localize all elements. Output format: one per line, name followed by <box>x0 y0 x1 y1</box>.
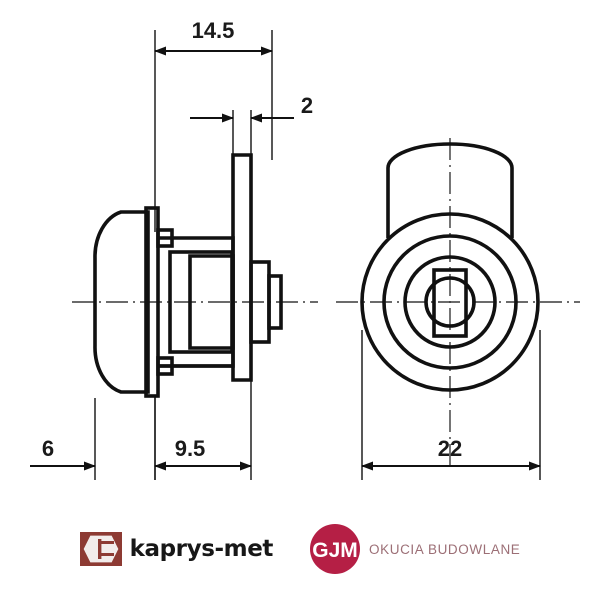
dimension-lines <box>30 46 541 471</box>
dimension-label-6: 6 <box>42 436 54 461</box>
dimension-label-14_5: 14.5 <box>192 18 235 43</box>
knob-cap <box>93 210 150 394</box>
side-section-view <box>93 153 283 398</box>
kaprys-hexagon-key-icon <box>79 532 122 566</box>
dimension-label-2: 2 <box>301 93 313 118</box>
centerlines <box>72 138 580 468</box>
flange-plate <box>144 206 160 398</box>
inner-circle <box>403 255 497 349</box>
extension-lines <box>94 30 541 480</box>
kaprys-met-logo: kaprys-met <box>79 532 274 566</box>
cam-tab <box>231 153 253 382</box>
keyway-boss-circle <box>424 276 476 328</box>
kaprys-met-wordmark: kaprys-met <box>129 536 274 562</box>
dimension-label-9_5: 9.5 <box>175 436 206 461</box>
gjm-tagline: OKUCIA BUDOWLANE <box>369 541 521 557</box>
keyhole-slot <box>432 268 468 338</box>
gjm-logo: GJM OKUCIA BUDOWLANE <box>309 523 520 575</box>
boss-step-2 <box>267 274 283 330</box>
gjm-circle-badge-icon: GJM <box>310 524 361 574</box>
svg-text:GJM: GJM <box>312 539 358 562</box>
middle-circle <box>382 234 518 370</box>
dimension-label-22: 22 <box>438 436 462 461</box>
front-cam-tab <box>386 142 514 238</box>
logo-row: kaprys-met GJM OKUCIA BUDOWLANE <box>0 518 600 580</box>
outer-circle <box>360 212 540 392</box>
front-view <box>360 142 540 392</box>
